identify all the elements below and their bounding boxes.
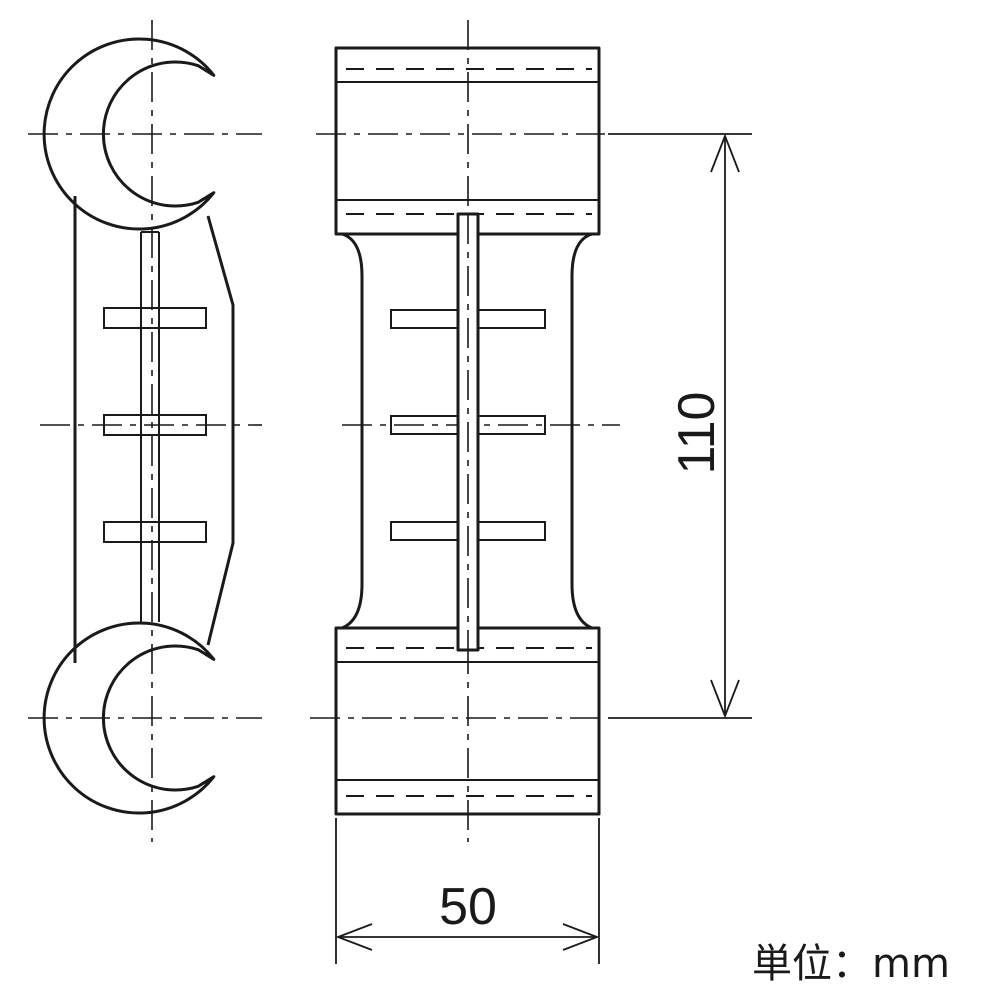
front-view-middle-band	[341, 232, 593, 630]
unit-label: 単位：mm	[752, 941, 950, 987]
height-arrow-bottom	[710, 679, 740, 719]
width-dimension: 50	[335, 818, 600, 964]
side-view	[28, 20, 262, 842]
height-dimension: 110	[608, 133, 752, 719]
width-arrow-left	[335, 923, 373, 951]
side-view-cross-bar-2	[103, 414, 207, 436]
width-dimension-value: 50	[439, 878, 497, 936]
height-dimension-value: 110	[668, 392, 726, 475]
side-view-cross-bar-3	[103, 521, 207, 543]
height-arrow-top	[710, 133, 740, 173]
side-view-band-right-edge	[206, 215, 235, 646]
width-arrow-right	[562, 923, 600, 951]
top-c-clip	[42, 37, 216, 231]
front-view	[310, 20, 620, 842]
side-view-cross-bar-1	[103, 307, 207, 329]
bottom-c-clip	[42, 621, 216, 815]
